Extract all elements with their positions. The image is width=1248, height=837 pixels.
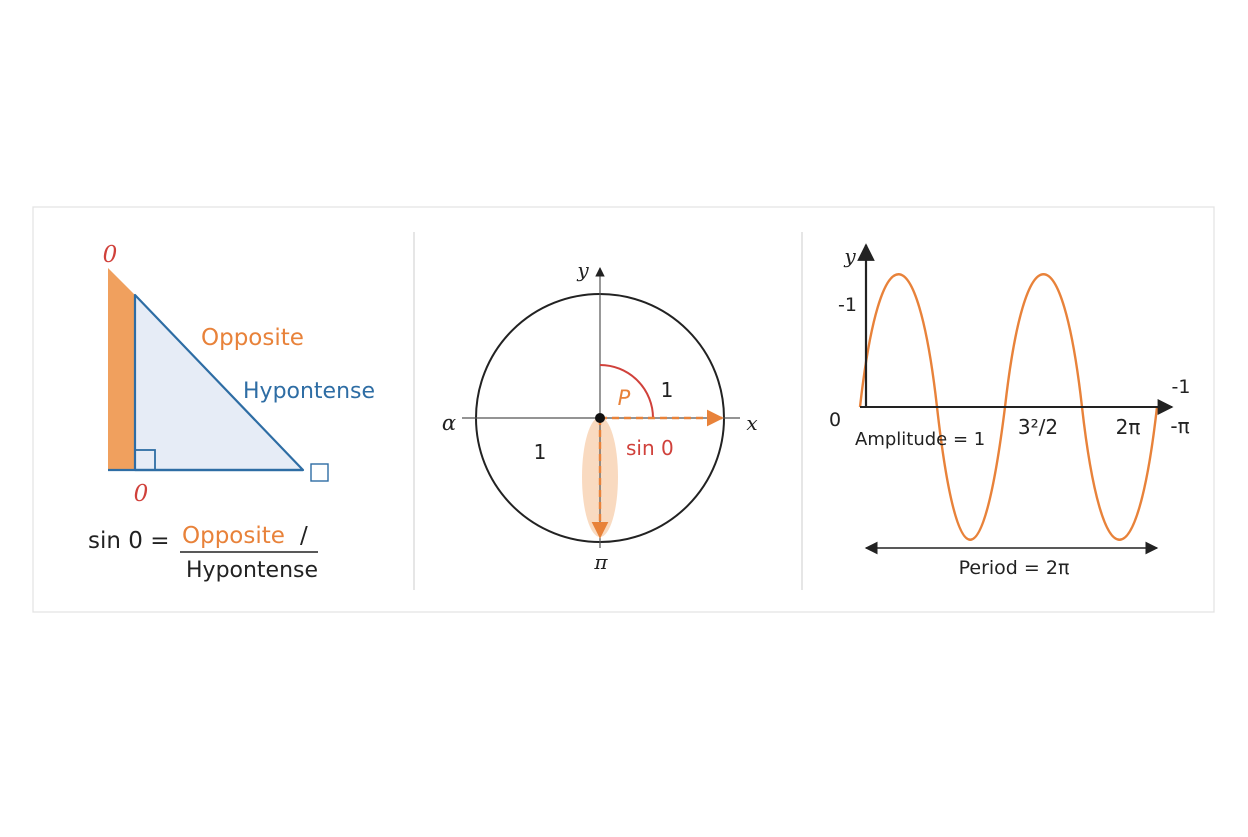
formula-slash: / (300, 523, 308, 549)
opposite-label: Opposite (201, 325, 304, 351)
radius-label: 1 (661, 378, 674, 402)
angle-top-label: 0 (103, 242, 118, 268)
amplitude-label: Amplitude = 1 (855, 429, 985, 450)
period-label: Period = 2π (959, 557, 1070, 579)
graph-y-label: y (843, 244, 856, 268)
circle-y-label: y (576, 258, 589, 282)
origin-point (595, 413, 605, 423)
opposite-side-fill (108, 268, 135, 470)
graph-right-bottom-label: -π (1170, 414, 1189, 438)
graph-y-tick: -1 (838, 294, 857, 316)
right-angle-mark (134, 449, 156, 471)
angle-bottom-label: 0 (134, 481, 149, 507)
left-one-label: 1 (534, 440, 547, 464)
angle-arc (599, 364, 654, 419)
formula-numerator: Opposite (182, 523, 285, 549)
sin-theta-label: sin 0 (626, 436, 674, 460)
graph-origin-label: 0 (829, 409, 841, 431)
circle-left-label: α (442, 411, 456, 435)
hypotenuse-label: Hypontense (243, 379, 375, 404)
circle-x-label: x (746, 411, 757, 435)
circle-bottom-label: π (593, 550, 608, 574)
point-p-label: P (618, 386, 631, 410)
graph-tick-b: 2π (1116, 415, 1141, 439)
triangle-panel: 0 0 Opposite Hypontense sin 0 = Opposite… (88, 242, 375, 583)
graph-tick-a: 3²/2 (1018, 415, 1058, 439)
sine-graph-panel: y -1 0 -1 -π 3²/2 2π Amplitude = 1 Perio… (829, 243, 1191, 579)
formula-denominator: Hypontense (186, 558, 318, 583)
formula-lhs: sin 0 = (88, 528, 169, 554)
graph-right-top-label: -1 (1172, 376, 1191, 398)
corner-square-mark (310, 463, 329, 482)
unit-circle-panel: y x α π P 1 1 sin 0 (442, 258, 758, 574)
